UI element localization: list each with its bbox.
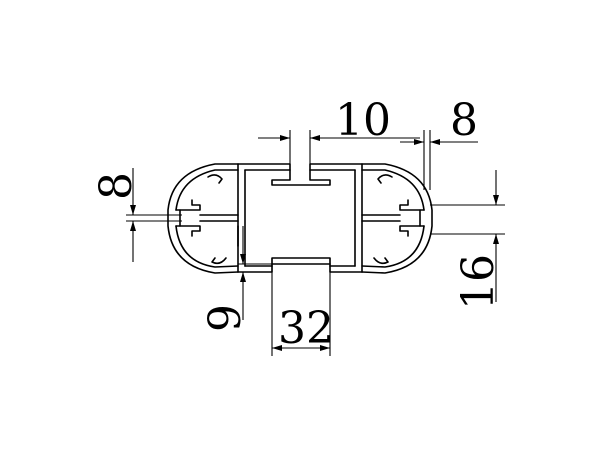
dimension-label-8-right: 8 — [450, 95, 478, 146]
dimension-bottom-slot: 32 — [271, 258, 334, 356]
dimension-top-slot: 10 — [258, 95, 420, 164]
dimension-right-wall: 8 — [400, 95, 478, 190]
dimension-label-8-left: 8 — [91, 172, 142, 200]
dimension-label-9: 9 — [200, 304, 251, 332]
profile-inner-chambers — [175, 163, 425, 273]
dimension-bottom-depth: 9 — [200, 226, 272, 332]
profile-outline — [167, 163, 433, 274]
dimension-right-height: 16 — [430, 170, 505, 310]
dimension-label-32: 32 — [278, 303, 334, 354]
dimension-label-10: 10 — [335, 95, 391, 146]
dimension-label-16: 16 — [453, 254, 504, 310]
dimension-left-wall: 8 — [91, 168, 182, 262]
